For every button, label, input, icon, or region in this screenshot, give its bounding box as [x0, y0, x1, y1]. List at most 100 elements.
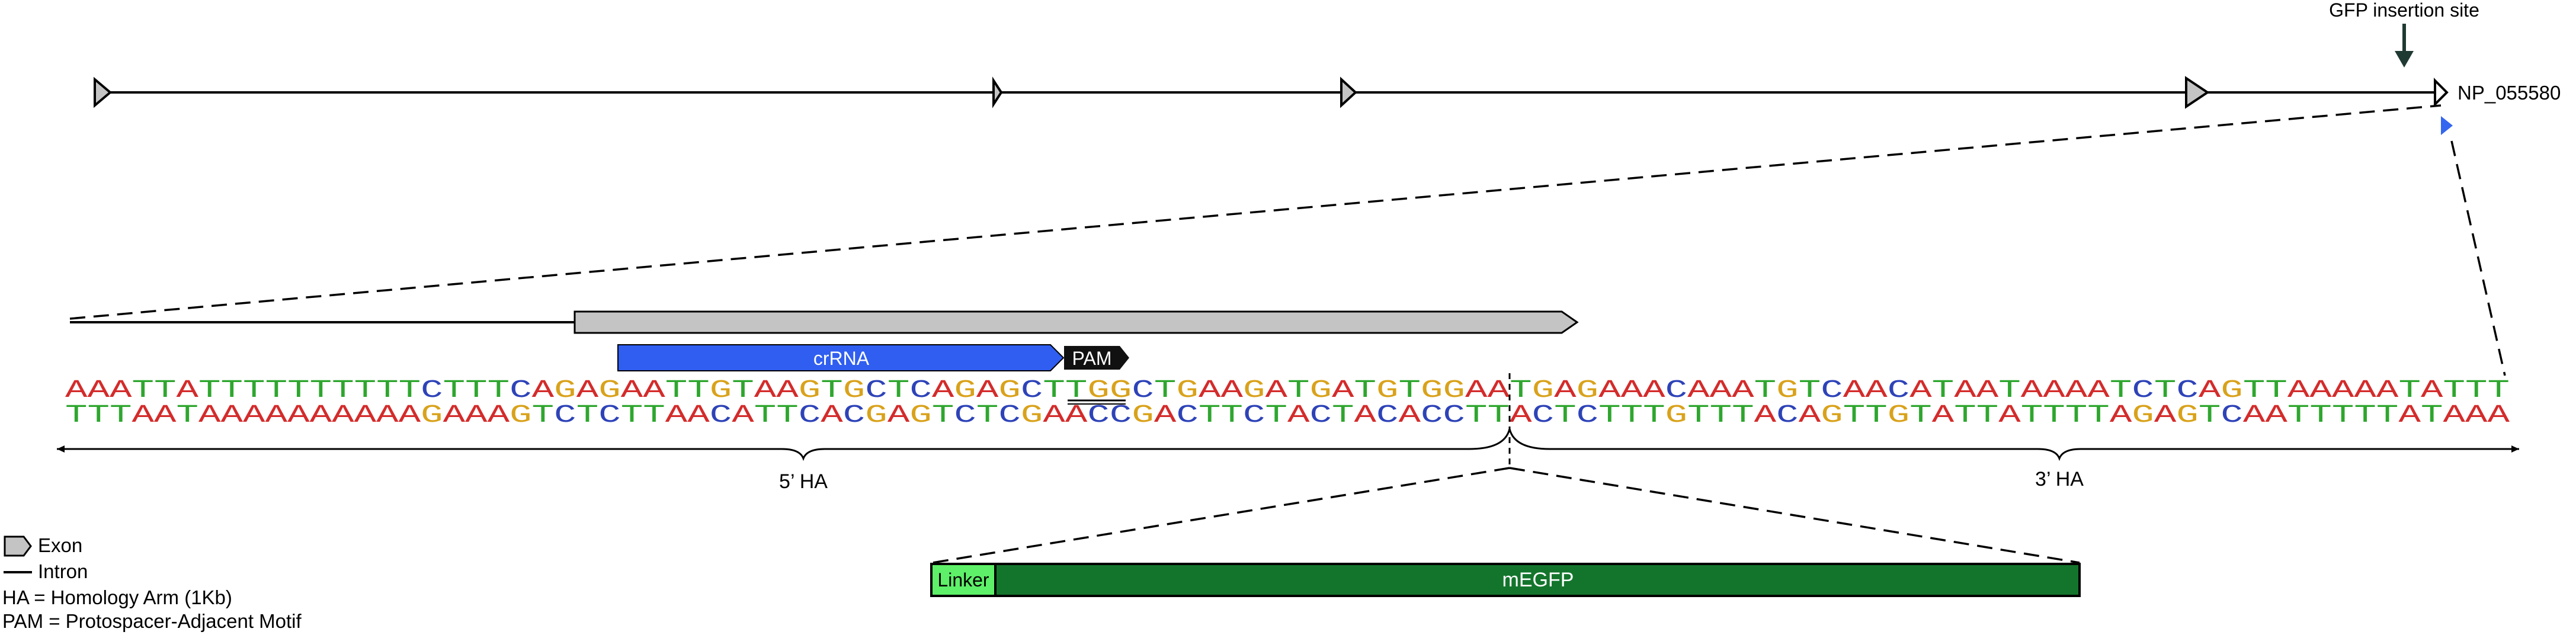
nucleotide: G [421, 400, 443, 429]
gene-model: NP_055580 GFP insertion site [94, 0, 2561, 135]
nucleotide: A [887, 400, 910, 429]
nucleotide: T [2287, 400, 2310, 429]
nucleotide: T [665, 376, 688, 405]
nucleotide: C [1421, 400, 1443, 429]
nucleotide: G [2176, 400, 2199, 429]
nucleotide: A [2421, 376, 2443, 405]
nucleotide: T [1954, 400, 1976, 429]
nucleotide: A [332, 400, 354, 429]
nucleotide: G [1888, 400, 1910, 429]
nucleotide: A [2465, 400, 2488, 429]
nucleotide: A [1043, 400, 1065, 429]
nucleotide: A [1732, 376, 1754, 405]
nucleotide: A [2087, 376, 2110, 405]
nucleotide: C [843, 400, 866, 429]
nucleotide: A [1488, 376, 1510, 405]
nucleotide: C [1532, 400, 1555, 429]
legend-pam-definition: PAM = Protospacer-Adjacent Motif [2, 610, 302, 632]
nucleotide: G [1176, 376, 1199, 405]
nucleotide: T [2332, 400, 2354, 429]
nucleotide: C [1577, 400, 1599, 429]
nucleotide: A [1643, 376, 1665, 405]
nucleotide: C [2132, 376, 2154, 405]
nucleotide: A [1287, 400, 1310, 429]
linker-label: Linker [937, 569, 989, 591]
nucleotide: A [2043, 376, 2065, 405]
nucleotide: A [976, 376, 999, 405]
exon-4 [2185, 76, 2210, 109]
nucleotide: C [1665, 376, 1688, 405]
nucleotide: A [88, 376, 110, 405]
nucleotide: G [843, 376, 866, 405]
nucleotide: T [1265, 400, 1287, 429]
legend-intron-label: Intron [38, 560, 88, 582]
nucleotide: T [932, 400, 954, 429]
nucleotide: T [2354, 400, 2376, 429]
nucleotide: T [2398, 376, 2421, 405]
nucleotide: C [799, 400, 821, 429]
egfp-label: mEGFP [1502, 569, 1574, 591]
nucleotide: T [1799, 376, 1821, 405]
nucleotide: T [821, 376, 843, 405]
nucleotide: G [1577, 376, 1599, 405]
nucleotide: T [88, 400, 110, 429]
nucleotide: A [465, 400, 488, 429]
nucleotide: A [265, 400, 288, 429]
nucleotide: T [1732, 400, 1754, 429]
nucleotide: A [488, 400, 510, 429]
nucleotide: C [1087, 400, 1110, 429]
nucleotide: T [2065, 400, 2088, 429]
nucleotide: C [2176, 376, 2199, 405]
nucleotide: T [1710, 400, 1732, 429]
nucleotide: T [443, 376, 466, 405]
nucleotide: T [1643, 400, 1665, 429]
nucleotide: G [1421, 376, 1443, 405]
nucleotide: A [110, 376, 132, 405]
nucleotide: T [1865, 400, 1888, 429]
nucleotide: T [332, 376, 354, 405]
nucleotide: A [2443, 400, 2465, 429]
nucleotide: G [2132, 400, 2154, 429]
nucleotide: T [621, 400, 643, 429]
nucleotide: T [221, 376, 243, 405]
nucleotide: G [1132, 400, 1154, 429]
nucleotide: T [2487, 376, 2510, 405]
nucleotide: A [687, 400, 710, 429]
nucleotide: C [510, 376, 532, 405]
nucleotide: G [954, 376, 976, 405]
nucleotide: C [1243, 400, 1265, 429]
nucleotide: T [154, 376, 177, 405]
nucleotide: A [2154, 400, 2177, 429]
nucleotide: C [865, 376, 887, 405]
nucleotide: T [65, 400, 88, 429]
nucleotide: T [2309, 400, 2332, 429]
nucleotide: T [2421, 400, 2443, 429]
nucleotide: T [687, 376, 710, 405]
nucleotide: T [1687, 400, 1710, 429]
nucleotide: A [1265, 376, 1287, 405]
nucleotide: T [354, 376, 377, 405]
pam-bar [1064, 346, 1129, 370]
nucleotide: A [2398, 400, 2421, 429]
nucleotide: T [132, 376, 155, 405]
zoom-line-left [69, 104, 2442, 320]
nucleotide: C [1888, 376, 1910, 405]
nucleotide: T [1043, 376, 1065, 405]
nucleotide: C [954, 400, 976, 429]
nucleotide: T [2199, 400, 2221, 429]
nucleotide: T [265, 376, 288, 405]
nucleotide: A [2487, 400, 2510, 429]
nucleotide: G [554, 376, 576, 405]
legend: Exon Intron HA = Homology Arm (1Kb) PAM … [2, 534, 302, 632]
nucleotide: A [399, 400, 421, 429]
nucleotide: T [1843, 400, 1866, 429]
nucleotide: A [1799, 400, 1821, 429]
nucleotide: A [1687, 376, 1710, 405]
nucleotide: A [643, 376, 665, 405]
exon-2 [992, 76, 1003, 108]
nucleotide: A [1909, 376, 1932, 405]
nucleotide: T [243, 376, 265, 405]
insert-zoom-left [932, 467, 1510, 564]
